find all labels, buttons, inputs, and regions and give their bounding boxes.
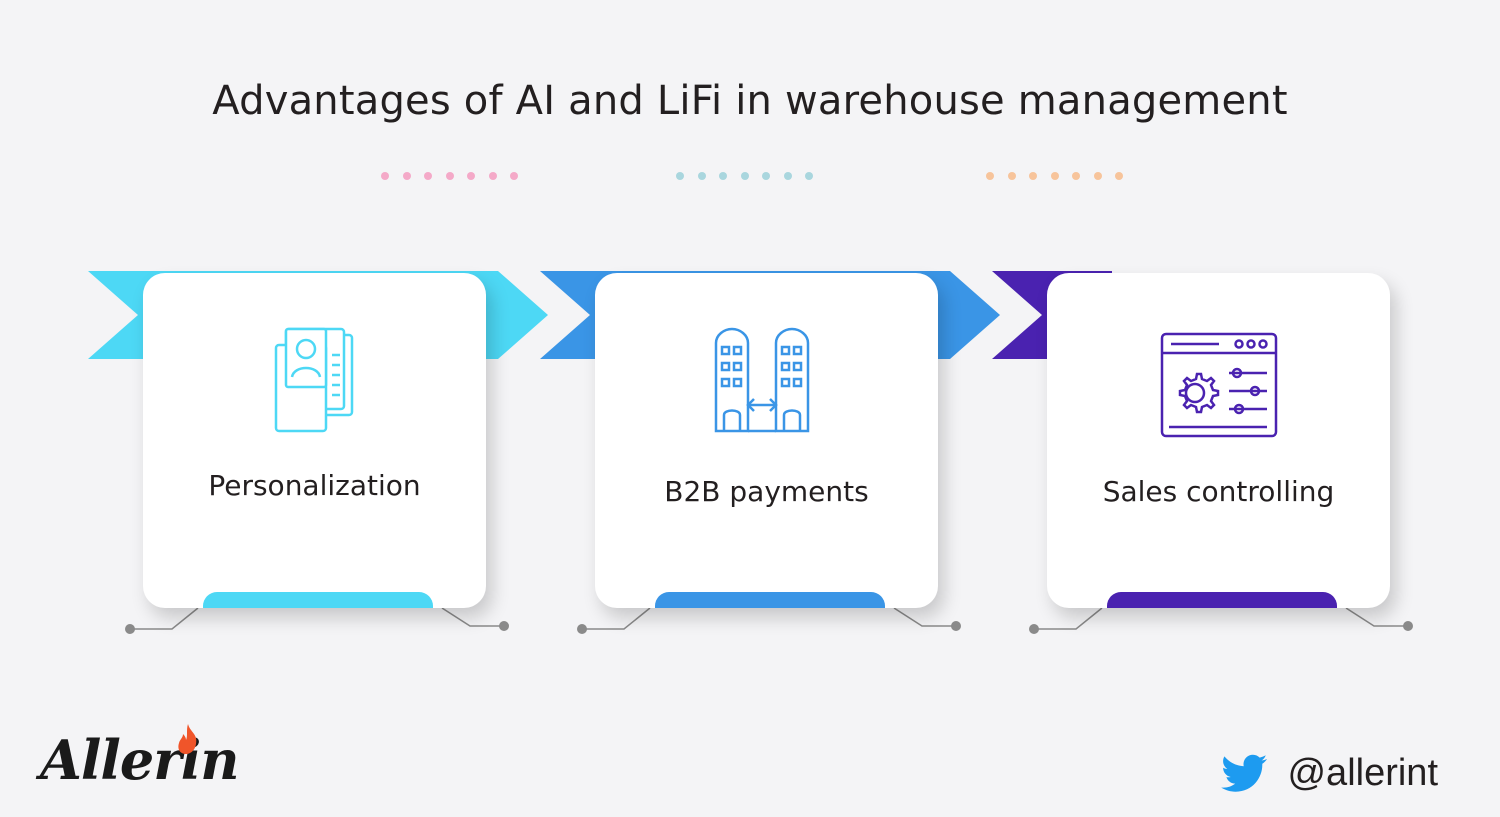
dot xyxy=(1093,172,1102,180)
card-label: Personalization xyxy=(208,469,421,502)
dot xyxy=(467,172,475,180)
dot xyxy=(1072,172,1080,180)
social-handle[interactable]: @allerint xyxy=(1221,752,1438,795)
dot-group-1 xyxy=(381,172,518,180)
dot xyxy=(762,172,770,180)
dot xyxy=(1050,172,1059,180)
dot-group-3 xyxy=(986,172,1123,180)
twitter-icon xyxy=(1221,754,1268,792)
brand-name: Allerin xyxy=(40,728,240,792)
dot xyxy=(697,172,706,180)
dot xyxy=(381,172,389,180)
dot xyxy=(445,172,454,180)
connector-2 xyxy=(577,607,961,634)
card-b2b-payments: B2B payments xyxy=(595,273,938,608)
card-personalization: Personalization xyxy=(143,273,486,608)
dot xyxy=(510,172,518,180)
dot xyxy=(1115,172,1123,180)
card-label: Sales controlling xyxy=(1102,475,1335,508)
card-accent-bar xyxy=(1107,592,1337,608)
card-label: B2B payments xyxy=(664,475,869,508)
dot xyxy=(488,172,497,180)
settings-dashboard-icon xyxy=(1047,331,1390,441)
brand-logo: Allerin xyxy=(36,722,240,802)
dot xyxy=(676,172,684,180)
connector-3 xyxy=(1029,607,1413,634)
card-accent-bar xyxy=(203,592,433,608)
flame-icon xyxy=(178,724,197,754)
dot xyxy=(986,172,994,180)
dot xyxy=(1007,172,1016,180)
buildings-transfer-icon xyxy=(595,325,938,435)
page-title: Advantages of AI and LiFi in warehouse m… xyxy=(212,78,1288,124)
social-handle-text: @allerint xyxy=(1287,752,1438,794)
dot xyxy=(719,172,727,180)
dot xyxy=(740,172,749,180)
dot xyxy=(424,172,432,180)
dot-group-2 xyxy=(676,172,813,180)
dot xyxy=(783,172,792,180)
dot xyxy=(805,172,813,180)
dot xyxy=(402,172,411,180)
card-sales-controlling: Sales controlling xyxy=(1047,273,1390,608)
dot xyxy=(1029,172,1037,180)
connector-1 xyxy=(125,607,509,634)
profile-document-icon xyxy=(143,325,486,435)
card-accent-bar xyxy=(655,592,885,608)
